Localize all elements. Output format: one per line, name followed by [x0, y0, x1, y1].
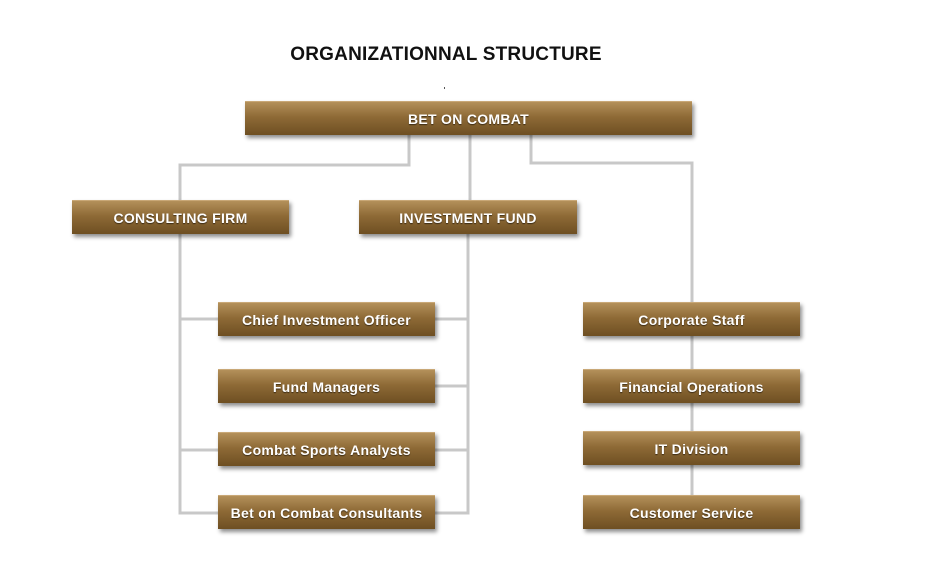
node-investment-fund: INVESTMENT FUND — [359, 200, 577, 234]
stray-mark — [444, 87, 445, 89]
node-consulting-firm: CONSULTING FIRM — [72, 200, 289, 234]
node-label: Chief Investment Officer — [241, 311, 411, 328]
node-it-division: IT Division — [583, 431, 800, 465]
node-label: IT Division — [654, 440, 729, 457]
connector-investment-spine — [435, 234, 470, 515]
connector-root-consulting — [178, 135, 411, 200]
node-label: Bet on Combat Consultants — [230, 504, 423, 521]
connector-root-corporate — [529, 135, 694, 302]
node-chief-investment-officer: Chief Investment Officer — [218, 302, 435, 336]
node-label: Combat Sports Analysts — [242, 441, 411, 458]
node-customer-service: Customer Service — [583, 495, 800, 529]
node-bet-on-combat: BET ON COMBAT — [245, 101, 692, 135]
page-title: ORGANIZATIONNAL STRUCTURE — [290, 44, 602, 65]
connector-consulting-spine — [178, 234, 218, 515]
node-label: Fund Managers — [272, 378, 381, 395]
node-label: CONSULTING FIRM — [113, 209, 248, 226]
node-label: INVESTMENT FUND — [399, 209, 537, 226]
node-bet-on-combat-consultants: Bet on Combat Consultants — [218, 495, 435, 529]
node-label: BET ON COMBAT — [407, 110, 530, 127]
node-label: Financial Operations — [619, 378, 764, 395]
node-label: Corporate Staff — [638, 311, 745, 328]
node-combat-sports-analysts: Combat Sports Analysts — [218, 432, 435, 466]
node-financial-operations: Financial Operations — [583, 369, 800, 403]
node-corporate-staff: Corporate Staff — [583, 302, 800, 336]
node-fund-managers: Fund Managers — [218, 369, 435, 403]
node-label: Customer Service — [629, 504, 754, 521]
